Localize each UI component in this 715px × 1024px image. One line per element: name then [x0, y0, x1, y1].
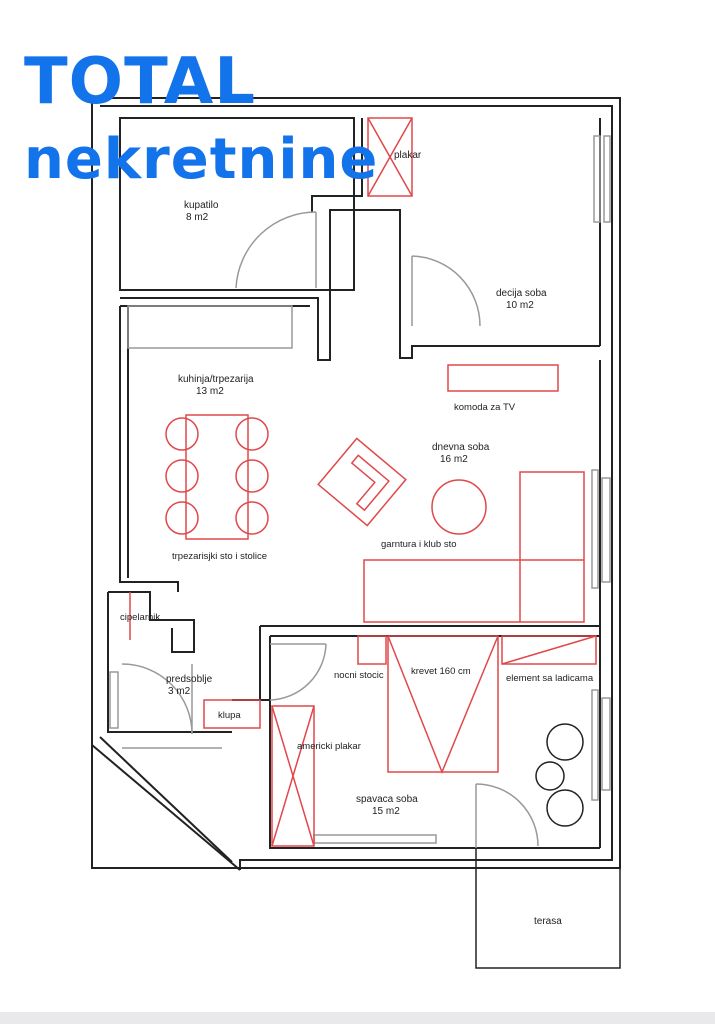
komoda-label: komoda za TV — [454, 402, 516, 413]
trpezarijski-label: trpezarisjki sto i stolice — [172, 551, 267, 562]
cipelarnik-label: cipelarnik — [120, 612, 160, 623]
spavaca-label: spavaca soba — [356, 794, 418, 805]
americki-label: americki plakar — [297, 741, 361, 752]
bottom-bar — [0, 1012, 715, 1024]
interior-walls — [107, 117, 601, 849]
room-labels: kupatilo 8 m2 plakar decija soba 10 m2 k… — [166, 150, 562, 927]
brand-subtitle: nekretnine — [24, 127, 379, 192]
kupatilo-area: 8 m2 — [186, 212, 209, 223]
furniture-labels: komoda za TV trpezarisjki sto i stolice … — [120, 402, 594, 752]
element-label: element sa ladicama — [506, 673, 594, 684]
terrace — [475, 848, 621, 969]
plakar-label: plakar — [394, 150, 422, 161]
outer-walls — [91, 97, 621, 871]
predsoblje-label: predsoblje — [166, 674, 213, 685]
bedroom-seats — [535, 723, 584, 827]
krevet-label: krevet 160 cm — [411, 666, 471, 677]
dnevna-area: 16 m2 — [440, 454, 468, 465]
dnevna-label: dnevna soba — [432, 442, 490, 453]
kuhinja-label: kuhinja/trpezarija — [178, 374, 254, 385]
decija-area: 10 m2 — [506, 300, 534, 311]
klupa-label: klupa — [218, 710, 241, 721]
terasa-label: terasa — [534, 916, 562, 927]
doors — [121, 211, 539, 848]
spavaca-area: 15 m2 — [372, 806, 400, 817]
kuhinja-area: 13 m2 — [196, 386, 224, 397]
decija-label: decija soba — [496, 288, 547, 299]
nocni-label: nocni stocic — [334, 670, 384, 681]
window-fixtures — [109, 135, 611, 844]
brand-title: TOTAL — [24, 45, 257, 119]
furniture-outlines — [129, 117, 597, 847]
garnitura-label: garntura i klub sto — [381, 539, 457, 550]
kupatilo-label: kupatilo — [184, 200, 219, 211]
predsoblje-area: 3 m2 — [168, 686, 191, 697]
